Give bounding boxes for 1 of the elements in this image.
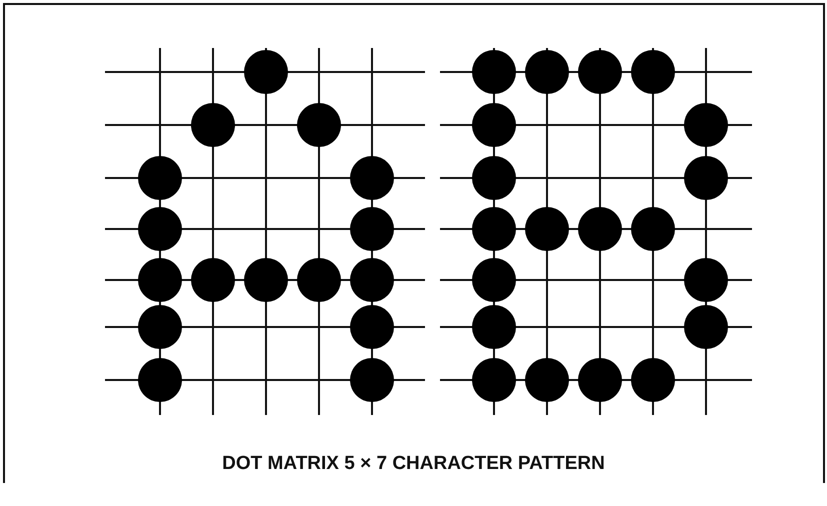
caption: DOT MATRIX 5 × 7 CHARACTER PATTERN	[222, 453, 605, 475]
